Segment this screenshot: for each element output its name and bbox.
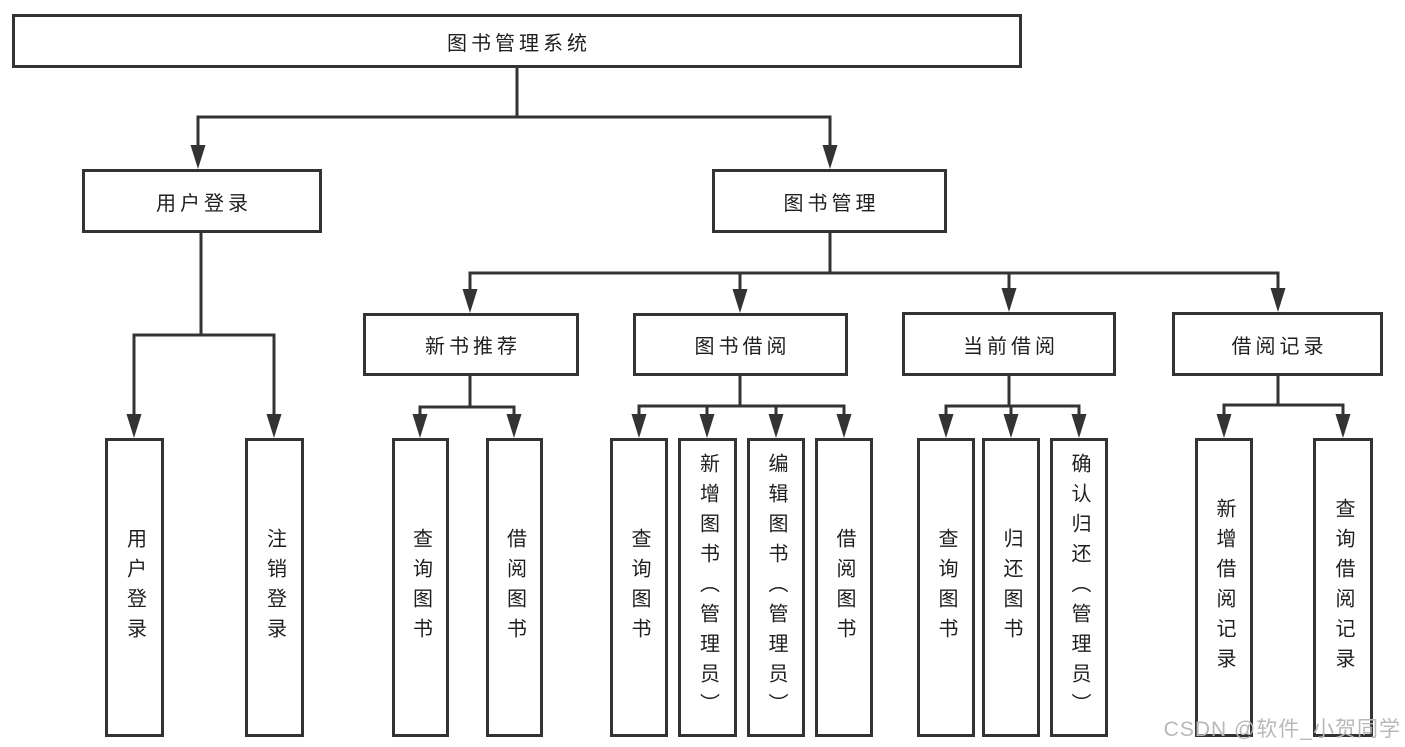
arrowhead-down-icon (1270, 288, 1286, 312)
arrowhead-down-icon (126, 414, 142, 438)
arrowhead-down-icon (412, 414, 428, 438)
arrowhead-down-icon (1216, 414, 1232, 438)
leaf-query-books-recommend: 查询图书 (392, 438, 449, 737)
node-library-management-system: 图书管理系统 (12, 14, 1022, 68)
arrowhead-down-icon (822, 145, 838, 169)
arrowhead-down-icon (266, 414, 282, 438)
leaf-query-books-borrow: 查询图书 (610, 438, 668, 737)
leaf-logout: 注销登录 (245, 438, 304, 737)
leaf-add-borrow-record: 新增借阅记录 (1195, 438, 1253, 737)
leaf-user-login: 用户登录 (105, 438, 164, 737)
leaf-borrow-books-recommend: 借阅图书 (486, 438, 543, 737)
node-current-borrow: 当前借阅 (902, 312, 1116, 376)
watermark: CSDN @软件_小贺同学 (1163, 718, 1401, 741)
leaf-add-books-admin: 新增图书（管理员） (678, 438, 737, 737)
leaf-return-books: 归还图书 (982, 438, 1040, 737)
arrowhead-down-icon (506, 414, 522, 438)
arrowhead-down-icon (1335, 414, 1351, 438)
arrowhead-down-icon (938, 414, 954, 438)
leaf-query-books-current: 查询图书 (917, 438, 975, 737)
node-book-borrow: 图书借阅 (633, 313, 848, 376)
arrowhead-down-icon (631, 414, 647, 438)
arrowhead-down-icon (1003, 414, 1019, 438)
leaf-query-borrow-record: 查询借阅记录 (1313, 438, 1373, 737)
arrowhead-down-icon (1071, 414, 1087, 438)
arrowhead-down-icon (462, 289, 478, 313)
leaf-confirm-return-admin: 确认归还（管理员） (1050, 438, 1108, 737)
arrowhead-down-icon (1001, 288, 1017, 312)
node-borrow-records: 借阅记录 (1172, 312, 1383, 376)
leaf-borrow-books: 借阅图书 (815, 438, 873, 737)
arrowhead-down-icon (768, 414, 784, 438)
arrowhead-down-icon (836, 414, 852, 438)
node-new-book-recommend: 新书推荐 (363, 313, 579, 376)
arrowhead-down-icon (732, 289, 748, 313)
arrowhead-down-icon (699, 414, 715, 438)
arrowhead-down-icon (190, 145, 206, 169)
node-book-management: 图书管理 (712, 169, 947, 233)
node-user-login: 用户登录 (82, 169, 322, 233)
leaf-edit-books-admin: 编辑图书（管理员） (747, 438, 805, 737)
